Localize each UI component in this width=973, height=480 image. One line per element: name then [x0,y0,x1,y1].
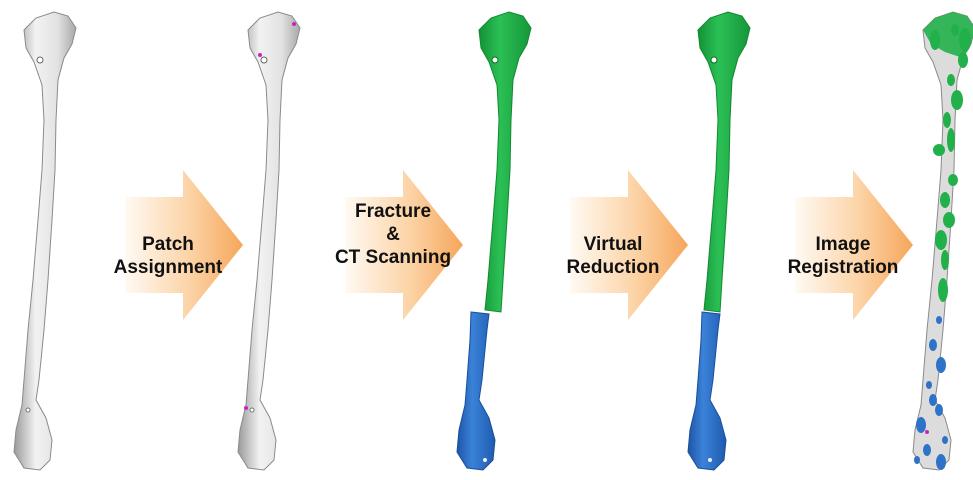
step-label-line: CT Scanning [318,246,468,269]
registration-patch [938,278,948,302]
bone-model-fractured [457,12,531,470]
landmark-marker [708,458,712,462]
step-label-patch-assignment: Patch Assignment [98,233,238,279]
registration-patch [929,339,937,351]
landmark-marker [37,57,43,63]
step-label-fracture-ct-scanning: Fracture & CT Scanning [318,200,468,269]
step-label-line: Patch [98,233,238,256]
registration-patch [943,212,955,228]
step-label-virtual-reduction: Virtual Reduction [553,233,673,279]
registration-patch [947,128,955,152]
registration-patch [926,381,932,389]
step-label-line: & [318,223,468,246]
proximal-fragment [479,12,531,312]
bone-model-reduced [688,12,750,470]
patch-marker [258,53,262,57]
registration-patch [943,112,951,128]
registration-patch [923,444,931,456]
patch-marker [292,22,296,26]
registration-patch [936,454,946,470]
registration-patch [935,230,947,250]
step-label-image-registration: Image Registration [778,233,908,279]
registration-patch [916,417,926,433]
proximal-fragment [698,12,750,312]
bone-shape [14,12,76,470]
bone-model-patches-assigned [238,12,300,470]
registration-patch [947,74,955,86]
step-label-line: Image [778,233,908,256]
registration-patch [929,394,937,406]
registration-patch [935,404,943,416]
landmark-marker [492,57,498,63]
landmark-marker [250,408,254,412]
registration-patch [914,456,920,464]
registration-patch [941,250,949,270]
registration-patch [948,174,958,186]
registration-patch [933,144,945,156]
step-label-line: Assignment [98,256,238,279]
distal-fragment [688,312,726,470]
landmark-marker [483,458,487,462]
landmark-marker [261,57,267,63]
registration-patch [936,316,942,324]
bone-model-registered [913,12,973,470]
step-label-line: Registration [778,256,908,279]
registration-patch [940,192,950,208]
landmark-marker [711,57,717,63]
bone-model-intact [14,12,76,470]
step-label-line: Reduction [553,256,673,279]
patch-marker [244,406,248,410]
patch-marker [925,430,929,434]
distal-fragment [457,312,495,470]
landmark-marker [26,408,30,412]
step-label-line: Fracture [318,200,468,223]
registration-patch [942,436,948,444]
registration-patch [951,90,963,110]
registration-patch [936,357,946,373]
bone-shape [238,12,300,470]
step-label-line: Virtual [553,233,673,256]
